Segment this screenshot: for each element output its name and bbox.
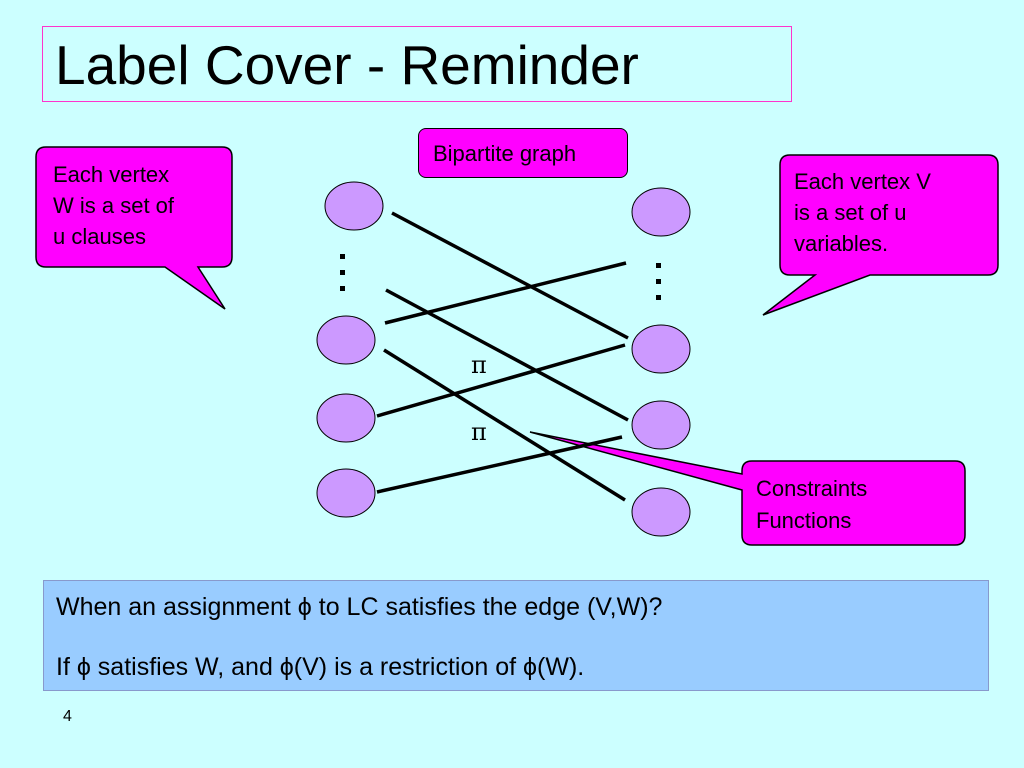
right-callout-shape	[762, 154, 999, 316]
right-vertex	[631, 187, 691, 237]
right-vertex	[631, 324, 691, 374]
title-box: Label Cover - Reminder	[42, 26, 792, 102]
graph-edge	[383, 348, 626, 502]
graph-edge	[384, 261, 627, 325]
bipartite-graph-label: Bipartite graph	[433, 141, 577, 166]
page-number: 4	[63, 708, 72, 725]
constraints-callout-shape	[529, 431, 966, 546]
question-box: When an assignment ϕ to LC satisfies the…	[43, 580, 989, 691]
graph-edge	[376, 343, 626, 418]
right-callout-line: Each vertex V	[794, 169, 931, 194]
constraints-callout-line: Constraints	[756, 476, 868, 501]
question-line-2: If ϕ satisfies W, and ϕ(V) is a restrict…	[56, 653, 585, 681]
edge-label-pi: π	[471, 351, 487, 379]
slide-title: Label Cover - Reminder	[55, 34, 639, 96]
left-callout-line: Each vertex	[53, 162, 170, 187]
left-callout-shape	[35, 146, 233, 310]
right-callout-line: is a set of u	[794, 200, 907, 225]
constraints-callout-line: Functions	[756, 508, 852, 533]
left-callout-line: W is a set of	[53, 193, 175, 218]
question-line-1: When an assignment ϕ to LC satisfies the…	[56, 593, 663, 621]
left-vertex	[316, 393, 376, 443]
right-vertex	[631, 487, 691, 537]
graph-edge	[391, 211, 629, 340]
left-vertex	[324, 181, 384, 231]
right-vertex	[631, 400, 691, 450]
right-callout-line: variables.	[794, 231, 889, 256]
left-vertex	[316, 468, 376, 518]
graph-edge	[376, 435, 623, 494]
constraints-callout-text: Constraints Functions	[756, 473, 867, 537]
edge-label-pi: π	[471, 418, 487, 446]
left-ellipsis	[340, 254, 345, 291]
left-callout-text: Each vertex W is a set of u clauses	[53, 159, 174, 252]
right-callout-text: Each vertex V is a set of u variables.	[794, 166, 931, 259]
right-ellipsis	[656, 263, 661, 300]
left-vertex	[316, 315, 376, 365]
bipartite-graph-label-box: Bipartite graph	[418, 128, 628, 178]
left-callout-line: u clauses	[53, 224, 146, 249]
